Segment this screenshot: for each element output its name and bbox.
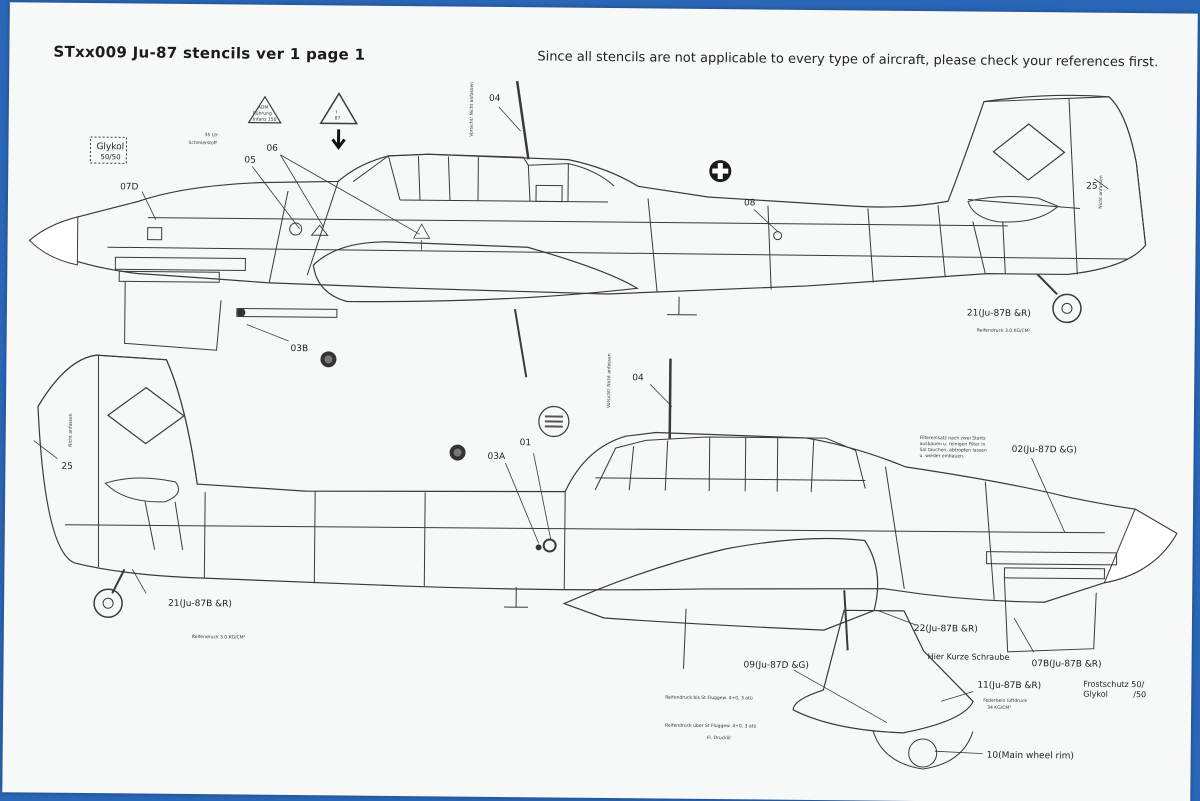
callout-11: 11(Ju-87B &R) xyxy=(977,681,1041,692)
callout-25-bottom: 25 xyxy=(61,462,73,472)
callout-25-top: 25 xyxy=(1086,182,1098,192)
balkenkreuz-marking xyxy=(709,160,732,183)
callout-02: 02(Ju-87D &G) xyxy=(1012,445,1077,456)
reifendruck-bis: Reifendruck bis St Fluggew. 4+0, 3 atü xyxy=(665,695,753,702)
callout-05: 05 xyxy=(244,156,256,166)
reifendruck-top: Reifendruck 3.0 KG/CM² xyxy=(977,328,1031,335)
hier-kurze-schraube: Hier Kurze Schraube xyxy=(928,652,1010,662)
svg-text:87: 87 xyxy=(335,115,341,121)
callout-04-bottom: 04 xyxy=(632,373,644,383)
tail-stencil-bottom: Nicht anfassen xyxy=(68,413,74,447)
federbein-2: 34 KG/CM² xyxy=(987,705,1011,711)
filter-2: ausbauen u. reinigen Filter in xyxy=(920,441,986,448)
callout-10: 10(Main wheel rim) xyxy=(987,751,1074,762)
frostschutz-2: Glykol xyxy=(1083,690,1108,699)
filter-3: Sol tauchen, abtropfen lassen xyxy=(920,447,987,454)
callout-07d: 07D xyxy=(120,182,139,192)
callout-03b: 03B xyxy=(291,344,309,354)
schmierstoff-label: Schmierstoff xyxy=(188,140,217,146)
stencil-roundel-01 xyxy=(538,405,570,438)
callout-06: 06 xyxy=(266,144,278,154)
top-aircraft-profile xyxy=(28,80,1147,378)
filter-4: u. wieder einbauen. xyxy=(920,453,965,459)
filter-1: Filtereinsatz nach zwei Starts xyxy=(920,435,986,442)
schmierstoff-ltr: 35 Ltr. xyxy=(205,132,219,138)
bottom-leader-lines xyxy=(33,384,1066,755)
tail-stencil-top: Nicht anfassen xyxy=(1098,175,1104,209)
reifendruck-bottom: Reifendruck 3.0 KG/CM² xyxy=(192,634,246,641)
callout-21-bottom: 21(Ju-87B &R) xyxy=(168,599,232,610)
callout-08: 08 xyxy=(744,198,756,208)
callout-21-top: 21(Ju-87B &R) xyxy=(967,308,1031,319)
reifendruck-ueber: Reifendruck über St Fluggew. 4+0, 3 atü xyxy=(665,723,757,730)
callout-03a: 03A xyxy=(487,452,506,462)
frostschutz-1: Frostschutz 50/ xyxy=(1083,680,1144,690)
top-leader-lines xyxy=(141,106,1109,342)
callout-07b: 07B(Ju-87B &R) xyxy=(1032,659,1102,670)
callout-01: 01 xyxy=(520,438,532,448)
svg-text:50/50: 50/50 xyxy=(100,153,120,161)
svg-text:I: I xyxy=(336,109,337,115)
bottom-aircraft-profile xyxy=(37,354,1178,770)
frostschutz-3: /50 xyxy=(1133,690,1146,699)
callout-22: 22(Ju-87B &R) xyxy=(914,624,978,635)
warning-triangle-a: ADM Rührung Infanz 150 xyxy=(247,95,282,124)
svg-text:Rührung: Rührung xyxy=(253,111,272,117)
callout-04-top: 04 xyxy=(489,94,501,104)
federbein-1: Federbein luftdruck xyxy=(983,698,1027,704)
svg-text:ADM: ADM xyxy=(258,105,269,111)
warning-triangle-b: I 87 xyxy=(319,91,359,150)
glykol-stencil: Glykol 50/50 xyxy=(89,136,128,164)
svg-text:Glykol: Glykol xyxy=(96,142,124,152)
fl-druckol: Fl. Drucköl xyxy=(707,735,731,741)
callout-09: 09(Ju-87D &G) xyxy=(743,660,808,671)
antenne-stencil-bottom: Vorsicht! Nicht anfassen xyxy=(606,353,613,408)
stencil-roundel-03b xyxy=(320,351,337,368)
antenne-stencil: Vorsicht! Nicht anfassen xyxy=(469,82,476,137)
stencil-roundel-03a xyxy=(449,444,466,461)
svg-text:Infanz 150: Infanz 150 xyxy=(253,117,277,123)
